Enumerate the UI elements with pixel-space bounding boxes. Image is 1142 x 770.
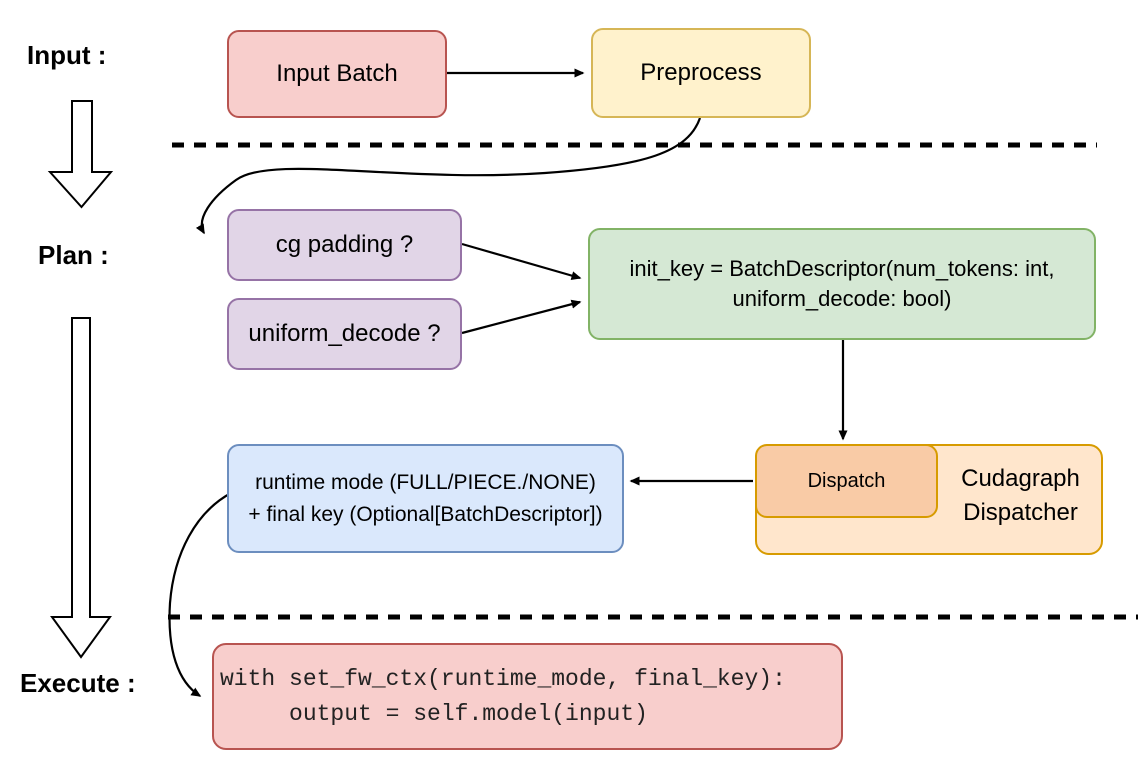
node-cg-padding: cg padding ? [227,209,462,281]
stage-label-input: Input : [27,40,107,70]
node-runtime-output: runtime mode (FULL/PIECE./NONE) + final … [227,444,624,553]
node-cg-padding-label: cg padding ? [275,230,414,258]
node-init-key: init_key = BatchDescriptor(num_tokens: i… [588,228,1096,340]
connector-cg-padding-to-init-key [461,242,582,280]
node-input-batch: Input Batch [227,30,447,118]
node-preprocess-label: Preprocess [640,58,762,86]
node-dispatch-label: Dispatch [807,469,886,492]
execute-code-line1: with set_fw_ctx(runtime_mode, final_key)… [220,666,786,692]
execute-code-line2: output = self.model(input) [220,700,648,727]
node-preprocess: Preprocess [591,28,811,118]
node-execute-code: with set_fw_ctx(runtime_mode, final_key)… [212,643,843,750]
input-to-plan-arrow-icon [47,100,114,209]
node-dispatch: Dispatch [755,444,938,518]
stage-label-execute: Execute : [20,668,136,698]
node-uniform-decode: uniform_decode ? [227,298,462,370]
node-cudagraph-dispatcher-label: Cudagraph Dispatcher [961,465,1080,526]
node-runtime-output-line1: runtime mode (FULL/PIECE./NONE) [255,471,596,494]
node-uniform-decode-label: uniform_decode ? [248,319,441,347]
node-init-key-line1: init_key = BatchDescriptor(num_tokens: i… [629,256,1055,282]
node-runtime-output-line2: + final key (Optional[BatchDescriptor]) [248,502,603,526]
connector-uniform-decode-to-init-key [461,299,582,335]
node-init-key-line2: uniform_decode: bool) [732,286,952,311]
plan-to-execute-arrow-icon [50,317,112,659]
node-input-batch-label: Input Batch [276,59,398,87]
stage-label-plan: Plan : [38,240,109,270]
